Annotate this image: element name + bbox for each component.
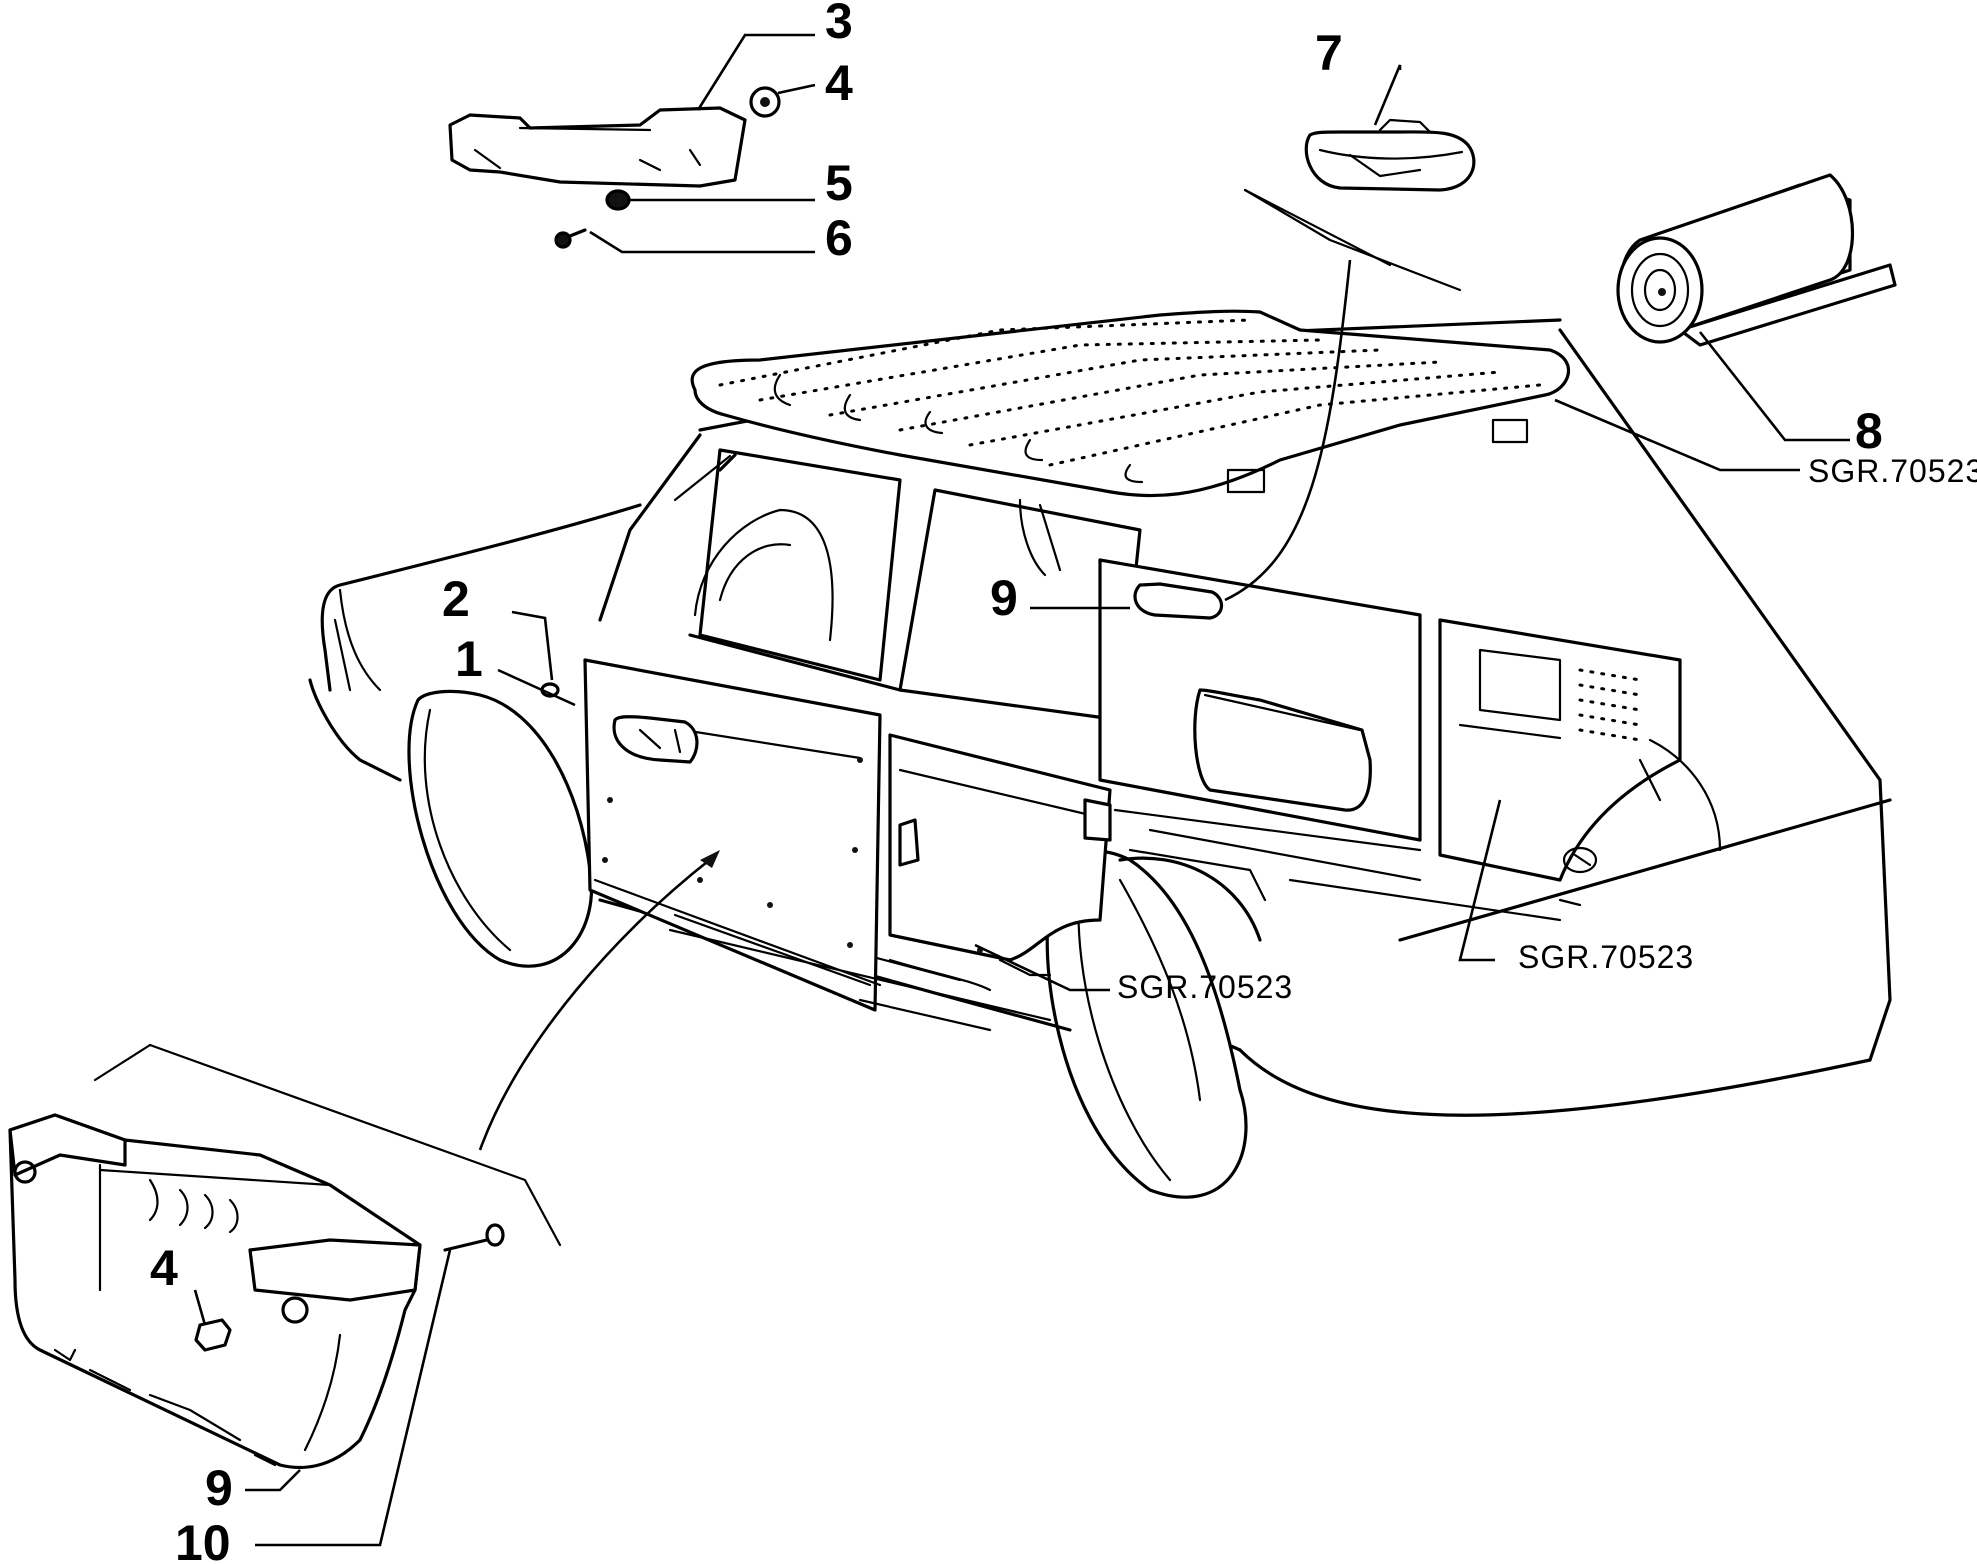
callout-4-top: 4 (825, 55, 853, 111)
callout-6: 6 (825, 210, 853, 266)
leader-10 (255, 1249, 452, 1547)
rear-quarter-trim (1098, 558, 1422, 882)
interior-light-part (1304, 118, 1476, 192)
floor-strips (668, 878, 1582, 1032)
detail-frame-lines (93, 1043, 562, 1247)
leader-light-to-roof (1224, 259, 1352, 602)
leader-8 (1698, 331, 1850, 442)
callout-8: 8 (1855, 403, 1883, 459)
leader-7 (1373, 64, 1402, 126)
ref-side: SGR.70523 (1117, 969, 1293, 1005)
luggage-side-panel (1438, 618, 1722, 882)
callout-9-detail: 9 (205, 1460, 233, 1516)
callout-7: 7 (1315, 25, 1343, 81)
callout-9-mid: 9 (990, 570, 1018, 626)
rear-door-panel (888, 733, 1112, 992)
leader-4-top (777, 83, 816, 95)
nut-part (605, 189, 631, 211)
leader-2 (511, 610, 554, 681)
vehicle-body (308, 318, 1892, 1199)
clip-part (749, 86, 781, 118)
callout-2: 2 (442, 571, 470, 627)
insulation-roll-part (1616, 173, 1897, 347)
front-door-panel (583, 658, 882, 1012)
rear-handle-part (448, 106, 747, 188)
leader-ref-roof (1554, 398, 1800, 472)
leader-ref-side (974, 943, 1110, 992)
leader-1 (497, 668, 576, 707)
light-panel-edge-2 (1243, 188, 1392, 267)
callout-3: 3 (825, 0, 853, 49)
ref-roof: SGR.70523 (1808, 453, 1977, 489)
callout-10: 10 (175, 1515, 231, 1564)
speaker-grille (1578, 668, 1642, 742)
leader-ref-floor (1458, 799, 1502, 962)
leader-3 (696, 33, 815, 111)
leader-9-detail (245, 1469, 301, 1492)
leader-door-to-detail (478, 856, 713, 1151)
leader-6 (589, 230, 815, 254)
callout-1: 1 (455, 631, 483, 687)
window-frames (673, 448, 1142, 722)
callout-4-detail: 4 (150, 1240, 178, 1296)
screw-detail-part (443, 1223, 505, 1252)
headliner-part (690, 309, 1570, 498)
ref-floor: SGR.70523 (1518, 939, 1694, 975)
leader-4-detail (193, 1289, 207, 1326)
trim-panel-detail (8, 1113, 422, 1470)
arrow-head (700, 850, 720, 868)
callout-5: 5 (825, 155, 853, 211)
screw-part (554, 228, 587, 249)
light-panel-edge (1243, 188, 1462, 292)
